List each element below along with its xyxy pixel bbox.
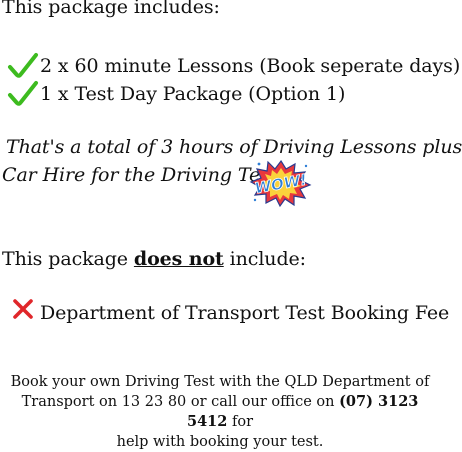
included-item: 1 x Test Day Package (Option 1) <box>8 80 345 108</box>
booking-note: Book your own Driving Test with the QLD … <box>0 372 440 452</box>
promo-line: Car Hire for the Driving Test <box>2 164 278 186</box>
included-item: 2 x 60 minute Lessons (Book seperate day… <box>8 52 460 80</box>
check-icon <box>8 80 38 108</box>
excludes-emphasis: does not <box>133 248 224 270</box>
office-phone: (07) 3123 5412 <box>187 393 419 430</box>
check-icon <box>8 52 38 80</box>
excludes-heading: This package does not include: <box>2 248 306 270</box>
booking-note-line: help with booking your test. <box>116 434 324 450</box>
excluded-item: Department of Transport Test Booking Fee <box>12 299 450 324</box>
wow-badge-icon: WOW! <box>249 159 312 208</box>
includes-heading: This package includes: <box>2 0 220 18</box>
included-item-text: 2 x 60 minute Lessons (Book seperate day… <box>40 55 461 77</box>
included-item-text: 1 x Test Day Package (Option 1) <box>40 83 346 105</box>
excludes-heading-before: This package <box>2 248 134 270</box>
excluded-item-text: Department of Transport Test Booking Fee <box>40 302 450 324</box>
excludes-heading-after: include: <box>223 248 306 270</box>
booking-note-line: Book your own Driving Test with the QLD … <box>10 374 430 390</box>
booking-note-line: Transport on 13 23 80 or call our office… <box>0 392 440 432</box>
booking-note-text: Transport on 13 23 80 or call our office… <box>21 394 340 410</box>
booking-note-text: for <box>227 414 253 430</box>
promo-line: That's a total of 3 hours of Driving Les… <box>6 136 462 158</box>
cross-icon <box>12 298 34 320</box>
